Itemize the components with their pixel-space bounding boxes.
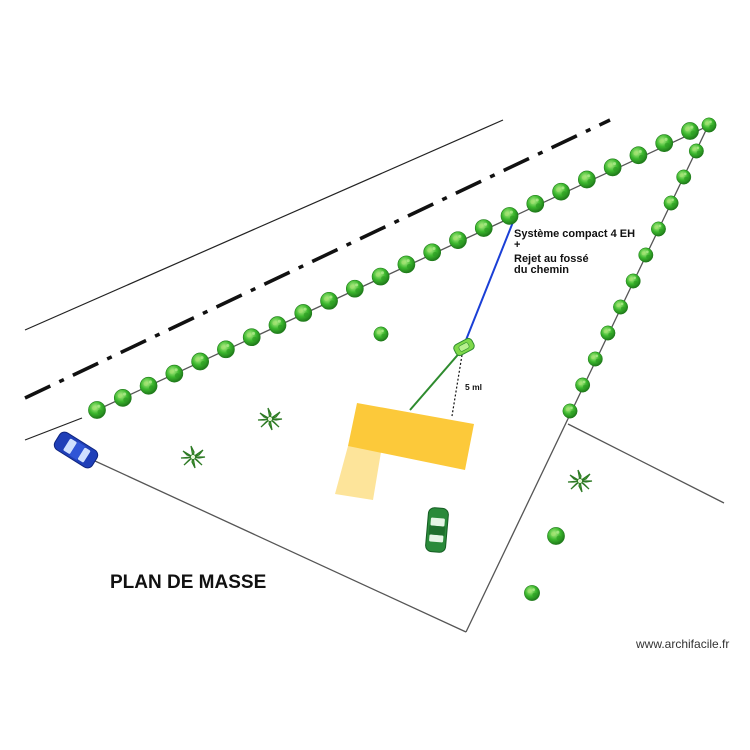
house-main bbox=[348, 403, 474, 470]
evacuation-pipe bbox=[463, 211, 518, 346]
tree bbox=[562, 403, 578, 419]
tree bbox=[526, 194, 545, 213]
tree bbox=[625, 273, 641, 289]
tree bbox=[474, 219, 493, 238]
tree bbox=[294, 303, 313, 322]
tree bbox=[216, 340, 235, 359]
tree bbox=[191, 352, 210, 371]
tree bbox=[638, 247, 654, 263]
tree bbox=[268, 316, 287, 335]
road-centerline bbox=[24, 118, 611, 400]
house-annex bbox=[335, 446, 382, 500]
tree bbox=[552, 182, 571, 201]
sanitation-annotation: Système compact 4 EH + Rejet au fossé du… bbox=[514, 228, 635, 276]
car-blue bbox=[53, 431, 99, 469]
tree bbox=[663, 195, 679, 211]
tree bbox=[676, 169, 692, 185]
car-green bbox=[425, 507, 449, 553]
septic-tank bbox=[453, 337, 475, 357]
sanitation bbox=[409, 211, 518, 417]
tree bbox=[371, 267, 390, 286]
distance-label: 5 ml bbox=[465, 382, 482, 392]
credit-text: www.archifacile.fr bbox=[635, 637, 729, 651]
tree bbox=[423, 243, 442, 262]
tree bbox=[650, 221, 667, 237]
tree bbox=[373, 326, 389, 342]
tree bbox=[655, 134, 674, 153]
tree bbox=[139, 376, 158, 395]
tree bbox=[87, 400, 107, 420]
annotation-line-4: du chemin bbox=[514, 264, 569, 276]
tree bbox=[113, 388, 132, 407]
tree bbox=[546, 526, 566, 546]
house-connection-pipe bbox=[409, 349, 463, 411]
tree bbox=[448, 231, 467, 250]
tree bbox=[612, 299, 629, 315]
road-edge-top bbox=[24, 119, 504, 331]
annotation-line-2: + bbox=[514, 239, 520, 251]
annotation-line-3: Rejet au fossé bbox=[514, 253, 589, 265]
road-edge-bottom bbox=[24, 417, 83, 441]
tree bbox=[397, 255, 416, 274]
tree bbox=[680, 121, 700, 141]
tree bbox=[577, 170, 596, 189]
shrub bbox=[567, 469, 593, 493]
house bbox=[335, 403, 474, 500]
tree-row bbox=[87, 117, 717, 602]
tree bbox=[345, 279, 364, 298]
tree bbox=[587, 351, 603, 367]
annotation-line-1: Système compact 4 EH bbox=[514, 228, 635, 240]
tree bbox=[165, 364, 184, 383]
tree bbox=[600, 325, 616, 341]
parcel-edge-south bbox=[81, 454, 467, 633]
tree bbox=[688, 143, 704, 159]
shrub bbox=[257, 407, 283, 431]
shrub bbox=[180, 445, 206, 469]
tree bbox=[320, 291, 339, 310]
tree bbox=[242, 328, 261, 347]
distance-line bbox=[451, 354, 463, 417]
plan-title: PLAN DE MASSE bbox=[110, 572, 266, 593]
tree bbox=[603, 158, 622, 177]
tree bbox=[500, 206, 519, 225]
tree bbox=[701, 117, 717, 133]
tree bbox=[575, 377, 591, 393]
neighbour-boundary bbox=[567, 423, 725, 504]
tree bbox=[629, 146, 648, 165]
road bbox=[24, 118, 611, 441]
tree bbox=[523, 584, 541, 602]
